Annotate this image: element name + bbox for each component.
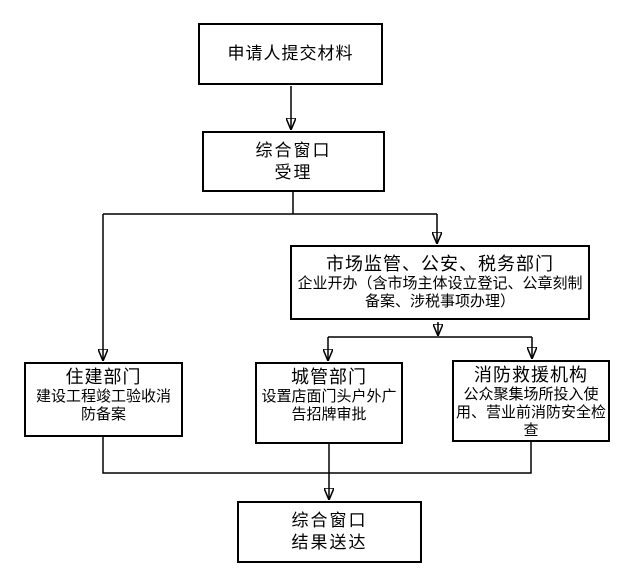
node-fire-rescue-org-body-line2: 用、营业前消防安全检: [455, 405, 606, 421]
connector-collector: [102, 437, 532, 474]
node-window-result-sub: 结果送达: [291, 533, 368, 552]
node-applicant-submit-label: 申请人提交材料: [227, 44, 354, 63]
node-housing-dept: 住建部门 建设工程竣工验收消 防备案: [24, 362, 183, 437]
node-applicant-submit: 申请人提交材料: [198, 23, 383, 85]
node-fire-rescue-org-body-line1: 公众聚集场所投入使: [463, 387, 599, 403]
node-window-accept: 综合窗口 受理: [202, 131, 385, 192]
node-fire-rescue-org-title: 消防救援机构: [474, 365, 588, 385]
node-market-police-tax-body-line1: 企业开办（含市场主体设立登记、公章刻制: [297, 276, 583, 292]
node-market-police-tax: 市场监管、公安、税务部门 企业开办（含市场主体设立登记、公章刻制 备案、涉税事项…: [290, 245, 590, 320]
node-market-police-tax-title: 市场监管、公安、税务部门: [326, 254, 554, 274]
node-housing-dept-title: 住建部门: [65, 367, 142, 387]
node-urban-mgmt-dept: 城管部门 设置店面门头户外广 告招牌审批: [255, 362, 403, 444]
node-window-result-title: 综合窗口: [291, 511, 368, 530]
node-market-police-tax-body-line2: 备案、涉税事项办理）: [364, 294, 515, 310]
node-urban-mgmt-dept-body-line2: 告招牌审批: [291, 407, 367, 423]
node-housing-dept-body-line1: 建设工程竣工验收消: [35, 389, 171, 405]
node-fire-rescue-org: 消防救援机构 公众聚集场所投入使 用、营业前消防安全检 查: [452, 360, 610, 442]
node-window-accept-title: 综合窗口: [255, 140, 332, 160]
node-fire-rescue-org-body-line3: 查: [523, 423, 539, 439]
node-urban-mgmt-dept-title: 城管部门: [291, 367, 367, 387]
node-window-result: 综合窗口 结果送达: [237, 501, 422, 563]
node-housing-dept-body-line2: 防备案: [80, 407, 126, 423]
node-urban-mgmt-dept-body-line1: 设置店面门头户外广: [261, 389, 397, 405]
node-window-accept-sub: 受理: [274, 162, 313, 182]
